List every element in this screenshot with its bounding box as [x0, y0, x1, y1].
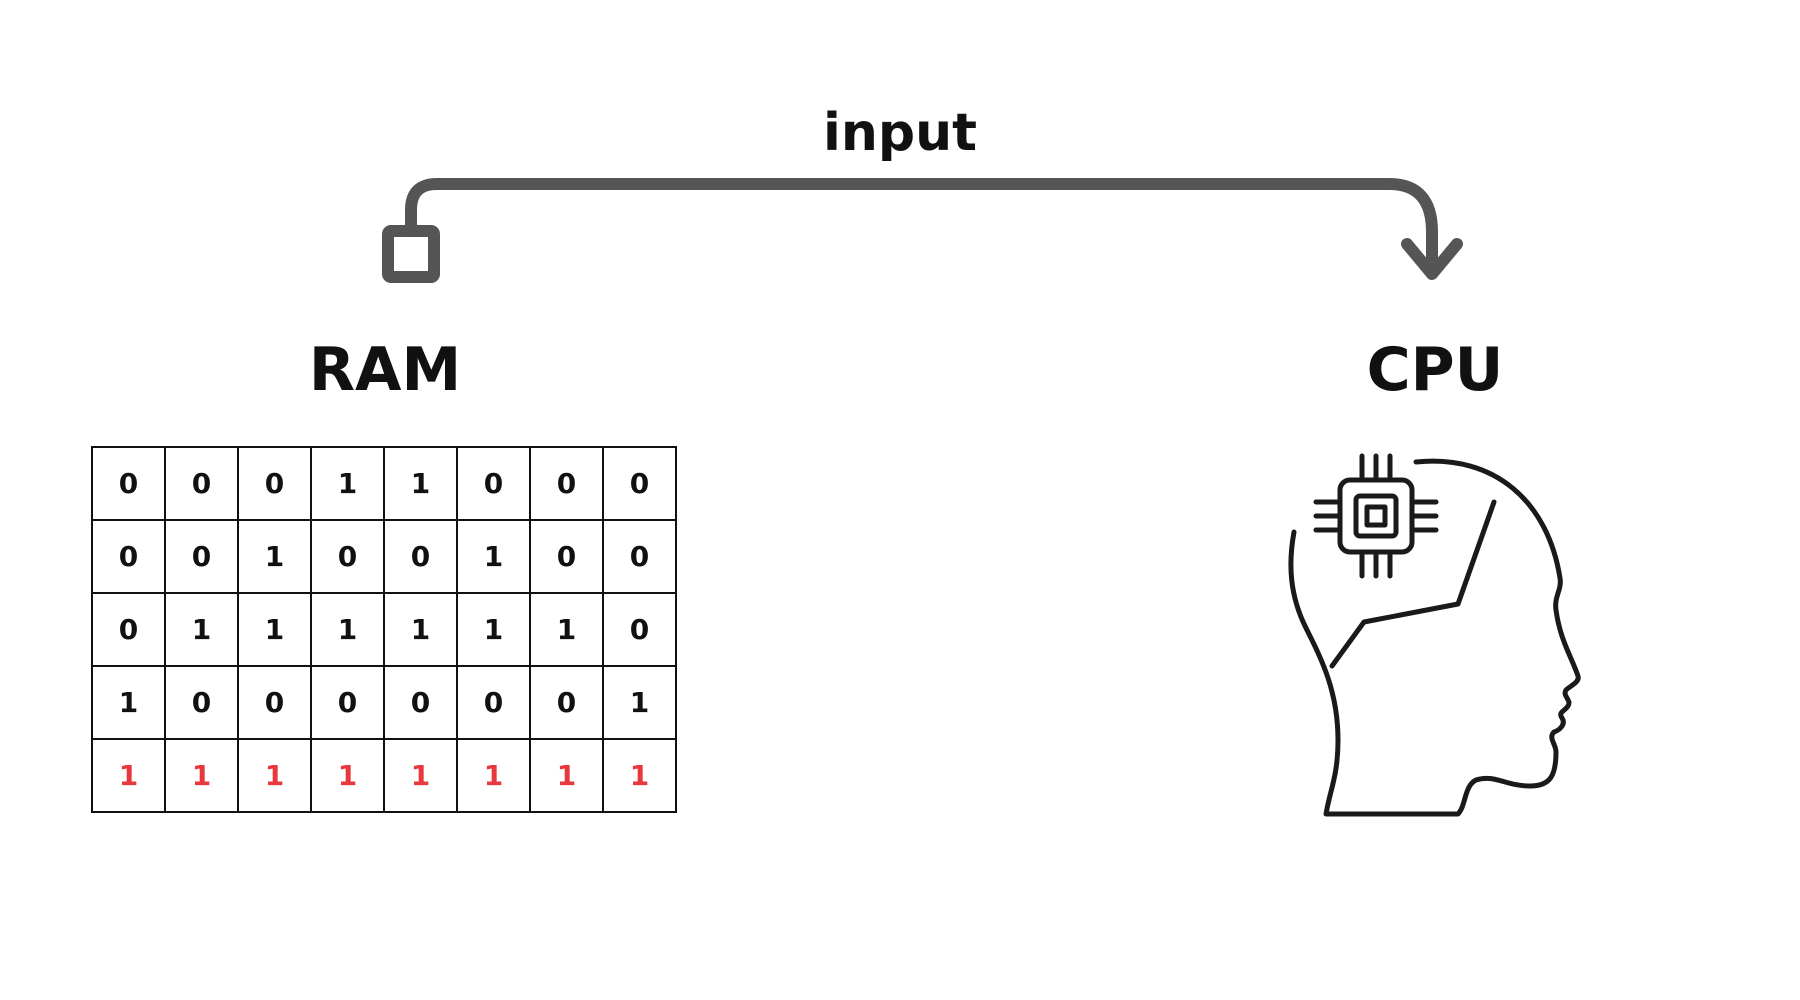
- ram-cell: 1: [456, 592, 531, 667]
- ram-cell: 0: [164, 519, 239, 594]
- ram-cell: 0: [91, 519, 166, 594]
- ram-cell: 0: [456, 446, 531, 521]
- ram-cell: 1: [456, 738, 531, 813]
- ram-cell: 0: [602, 592, 677, 667]
- ram-cell: 1: [237, 519, 312, 594]
- ram-cell: 0: [310, 519, 385, 594]
- ram-cell: 1: [310, 738, 385, 813]
- ram-cell: 0: [602, 446, 677, 521]
- ram-cell: 0: [91, 592, 166, 667]
- ram-cell: 0: [237, 665, 312, 740]
- ram-cell: 0: [602, 519, 677, 594]
- ram-cell: 0: [456, 665, 531, 740]
- ram-cell: 1: [164, 738, 239, 813]
- ram-cell: 1: [529, 592, 604, 667]
- ram-cell: 0: [164, 665, 239, 740]
- chip-inner: [1353, 493, 1399, 539]
- ram-cell: 0: [237, 446, 312, 521]
- head-cut-line: [1329, 499, 1497, 669]
- head-outline: [1288, 458, 1581, 817]
- ram-cell: 1: [91, 738, 166, 813]
- ram-cell: 1: [237, 738, 312, 813]
- ram-cell: 1: [164, 592, 239, 667]
- ram-cell: 1: [383, 738, 458, 813]
- ram-cell: 1: [91, 665, 166, 740]
- ram-cell: 0: [529, 519, 604, 594]
- chip-core: [1364, 504, 1388, 528]
- ram-cell: 0: [529, 446, 604, 521]
- ram-cell: 1: [237, 592, 312, 667]
- ram-cell: 1: [602, 738, 677, 813]
- ram-cell: 1: [310, 592, 385, 667]
- ram-title: RAM: [308, 335, 462, 405]
- ram-cell: 0: [383, 665, 458, 740]
- ram-cell: 1: [383, 446, 458, 521]
- head-with-chip-icon: [1288, 453, 1581, 817]
- ram-cell: 0: [383, 519, 458, 594]
- chip-body: [1337, 477, 1415, 555]
- arrow-path: [405, 178, 1438, 276]
- ram-cell: 1: [310, 446, 385, 521]
- arrow-start-square-icon: [382, 225, 440, 283]
- ram-cell: 1: [383, 592, 458, 667]
- ram-cell: 1: [529, 738, 604, 813]
- ram-cell: 0: [310, 665, 385, 740]
- arrow-label: input: [823, 103, 977, 163]
- ram-cell: 1: [456, 519, 531, 594]
- ram-cell: 0: [529, 665, 604, 740]
- ram-cell: 1: [602, 665, 677, 740]
- ram-cell: 0: [164, 446, 239, 521]
- cpu-title: CPU: [1366, 335, 1504, 405]
- ram-cell: 0: [91, 446, 166, 521]
- arrow-head-icon: [1401, 238, 1463, 280]
